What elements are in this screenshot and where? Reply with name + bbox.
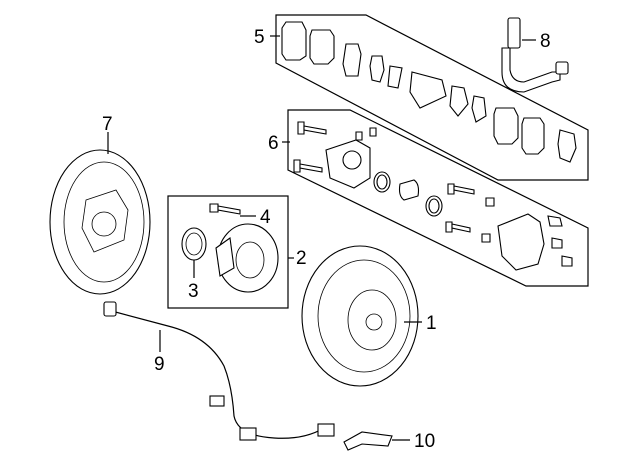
pad-kit-panel <box>270 14 589 181</box>
rotor-part <box>301 245 422 387</box>
callout-backing-plate: 7 <box>102 114 113 135</box>
callout-bracket: 10 <box>414 431 435 452</box>
abs-sensor-part <box>103 301 335 441</box>
callout-rotor: 1 <box>426 313 437 334</box>
brake-hose-part <box>501 17 569 93</box>
hub-group <box>167 195 294 309</box>
callout-caliper-kit: 6 <box>268 133 279 154</box>
callout-pad-kit: 5 <box>254 27 265 48</box>
callout-hub-bolt: 4 <box>260 207 271 228</box>
callout-abs-sensor: 9 <box>154 354 165 375</box>
bracket-part <box>343 431 410 451</box>
callout-brake-hose: 8 <box>540 31 551 52</box>
caliper-kit-panel <box>282 109 589 287</box>
callout-hub-bearing: 2 <box>296 248 307 269</box>
backing-plate-part <box>49 132 151 295</box>
callout-snap-ring: 3 <box>188 281 199 302</box>
